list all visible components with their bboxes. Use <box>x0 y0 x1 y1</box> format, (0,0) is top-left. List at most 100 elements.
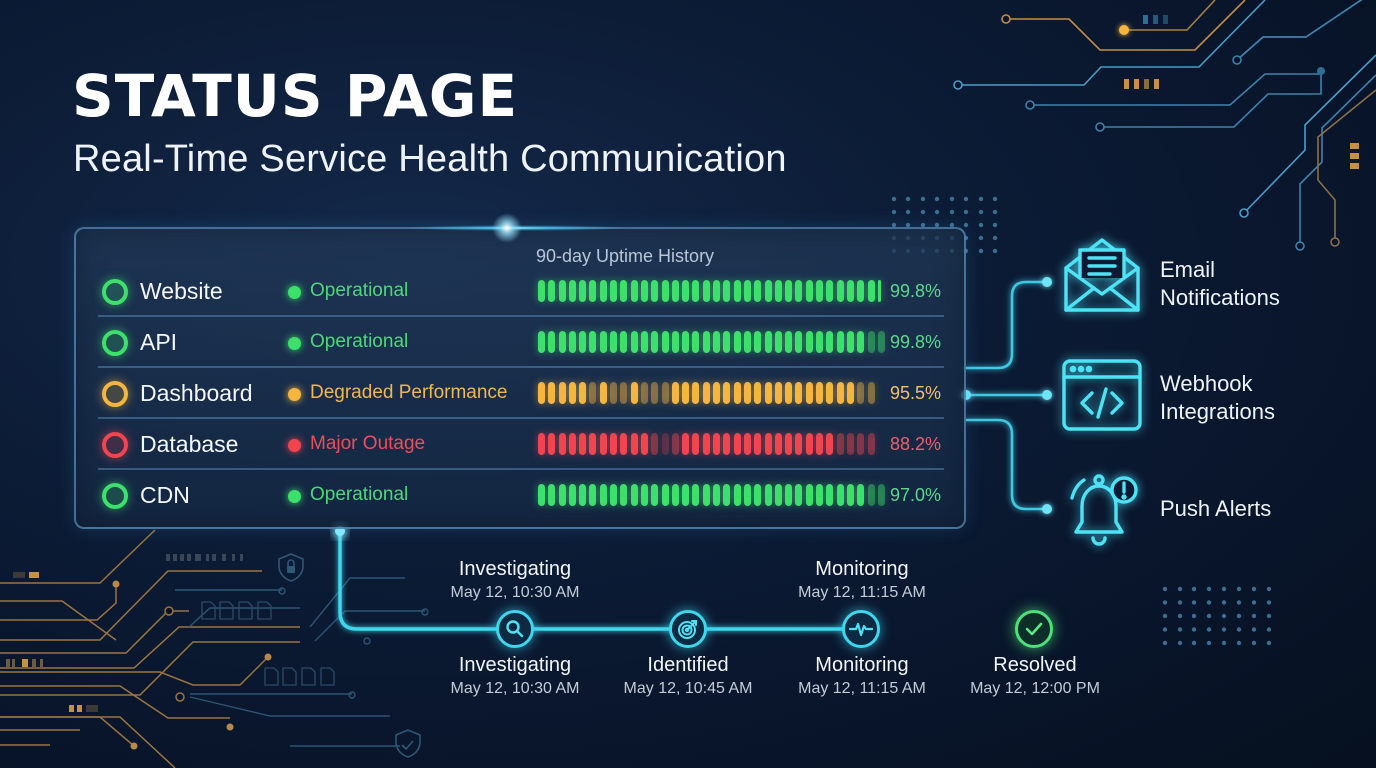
push-alerts-channel[interactable] <box>1060 470 1144 554</box>
uptime-day-segment <box>610 484 618 506</box>
service-row-cdn[interactable]: CDN Operational 97.0% <box>98 470 944 521</box>
uptime-day-segment <box>733 433 741 455</box>
target-icon <box>678 620 697 639</box>
uptime-day-segment <box>558 331 566 353</box>
uptime-day-segment <box>682 484 690 506</box>
uptime-day-segment <box>548 280 556 302</box>
uptime-day-segment <box>589 433 597 455</box>
uptime-day-segment <box>857 331 865 353</box>
timeline-step-resolved[interactable] <box>1015 610 1053 648</box>
uptime-day-segment <box>754 331 762 353</box>
uptime-day-segment <box>723 280 731 302</box>
uptime-day-segment <box>599 484 607 506</box>
uptime-day-segment <box>805 382 813 404</box>
uptime-day-segment <box>713 382 721 404</box>
uptime-day-segment <box>826 331 834 353</box>
uptime-day-segment <box>846 331 854 353</box>
uptime-day-segment <box>610 433 618 455</box>
timeline-top-label: Monitoring <box>815 558 909 580</box>
status-dot-icon <box>288 439 301 452</box>
uptime-day-segment <box>651 484 659 506</box>
service-row-website[interactable]: Website Operational 99.8% <box>98 266 944 317</box>
uptime-day-segment <box>610 382 618 404</box>
service-row-dashboard[interactable]: Dashboard Degraded Performance 95.5% <box>98 368 944 419</box>
uptime-day-segment <box>795 331 803 353</box>
status-label: Major Outage <box>310 433 426 454</box>
timeline-step-identified[interactable] <box>669 610 707 648</box>
channel-label-line: Email <box>1160 257 1216 282</box>
uptime-day-segment <box>795 484 803 506</box>
uptime-day-segment <box>538 280 545 302</box>
uptime-day-segment <box>589 331 597 353</box>
timeline-step-investigating[interactable] <box>496 610 534 648</box>
email-notifications-label: Email Notifications <box>1160 256 1280 312</box>
status-ring-icon <box>102 279 128 305</box>
uptime-day-segment <box>661 382 669 404</box>
channel-label-line: Integrations <box>1160 399 1275 424</box>
uptime-day-segment <box>846 382 854 404</box>
uptime-day-segment <box>733 484 741 506</box>
timeline-step-time: May 12, 12:00 PM <box>970 680 1100 697</box>
service-name: Dashboard <box>140 380 253 406</box>
uptime-day-segment <box>692 382 700 404</box>
uptime-day-segment <box>805 280 813 302</box>
service-row-database[interactable]: Database Major Outage 88.2% <box>98 419 944 470</box>
status-panel: 90-day Uptime History Website Operationa… <box>74 213 966 529</box>
uptime-day-segment <box>743 331 751 353</box>
uptime-day-segment <box>579 280 587 302</box>
uptime-day-segment <box>558 433 566 455</box>
uptime-day-segment <box>857 280 865 302</box>
uptime-day-segment <box>568 280 576 302</box>
uptime-day-segment <box>579 484 587 506</box>
code-window-icon <box>1062 359 1142 431</box>
uptime-bar <box>538 280 881 302</box>
uptime-day-segment <box>836 280 844 302</box>
uptime-day-segment <box>692 433 700 455</box>
uptime-day-segment <box>702 433 710 455</box>
webhook-integrations-channel[interactable] <box>1060 357 1144 441</box>
uptime-day-segment <box>640 382 648 404</box>
uptime-day-segment <box>867 382 875 404</box>
timeline-step-monitoring[interactable] <box>842 610 880 648</box>
uptime-day-segment <box>743 382 751 404</box>
status-dot-icon <box>288 286 301 299</box>
uptime-day-segment <box>671 331 679 353</box>
uptime-day-segment <box>640 433 648 455</box>
magnifier-icon <box>506 620 524 638</box>
timeline-step-label: Resolved <box>993 654 1077 676</box>
uptime-day-segment <box>620 433 628 455</box>
uptime-day-segment <box>785 280 793 302</box>
uptime-day-segment <box>599 433 607 455</box>
uptime-day-segment <box>764 382 772 404</box>
uptime-day-segment <box>877 331 885 353</box>
uptime-day-segment <box>785 331 793 353</box>
uptime-day-segment <box>805 484 813 506</box>
uptime-day-segment <box>836 382 844 404</box>
uptime-day-segment <box>558 484 566 506</box>
email-notifications-channel[interactable] <box>1060 232 1144 316</box>
uptime-day-segment <box>743 433 751 455</box>
uptime-day-segment <box>620 331 628 353</box>
uptime-day-segment <box>579 331 587 353</box>
timeline-step-label: Investigating <box>458 654 572 676</box>
service-name: Database <box>140 431 239 457</box>
uptime-day-segment <box>589 484 597 506</box>
uptime-day-segment <box>651 331 659 353</box>
uptime-day-segment <box>682 280 690 302</box>
uptime-day-segment <box>795 382 803 404</box>
service-name: CDN <box>140 482 190 508</box>
service-row-api[interactable]: API Operational 99.8% <box>98 317 944 368</box>
uptime-day-segment <box>682 382 690 404</box>
status-ring-icon <box>102 483 128 509</box>
page-title: STATUS PAGE <box>72 62 519 130</box>
channel-label-line: Webhook <box>1160 371 1253 396</box>
check-icon <box>1025 622 1043 636</box>
bell-alert-icon <box>1070 474 1138 546</box>
row-divider <box>98 468 944 470</box>
uptime-day-segment <box>538 331 545 353</box>
uptime-day-segment <box>630 280 638 302</box>
row-divider <box>98 315 944 317</box>
uptime-day-segment <box>651 433 659 455</box>
timeline-step-label: Identified <box>647 654 729 676</box>
uptime-day-segment <box>661 484 669 506</box>
